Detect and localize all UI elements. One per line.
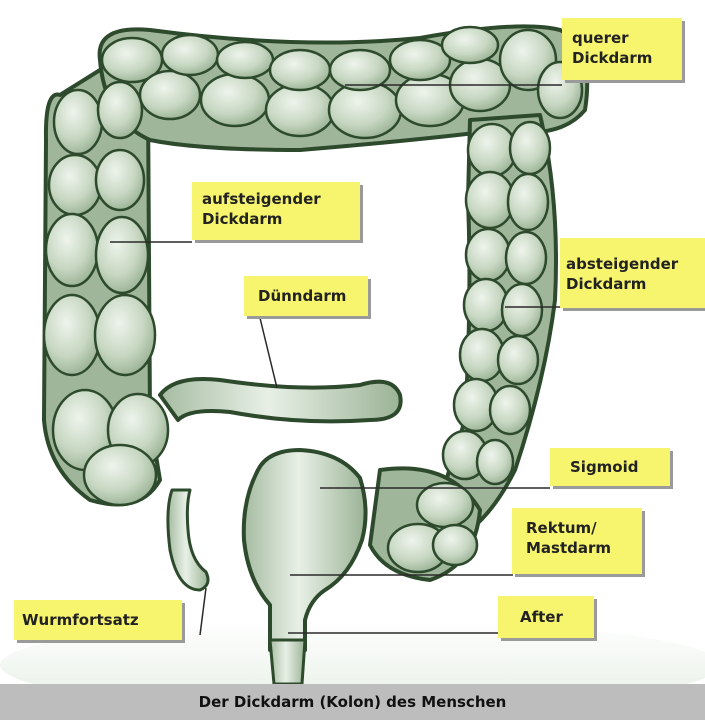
label-sigmoid: Sigmoid (550, 448, 670, 486)
rectum (244, 450, 366, 650)
label-querer-dickdarm: querer Dickdarm (562, 18, 682, 80)
caption-bar: Der Dickdarm (Kolon) des Menschen (0, 684, 705, 720)
label-after: After (498, 596, 594, 638)
appendix (168, 490, 208, 590)
label-wurmfortsatz: Wurmfortsatz (14, 600, 182, 640)
label-duenndarm: Dünndarm (244, 276, 368, 316)
figure-caption: Der Dickdarm (Kolon) des Menschen (199, 693, 507, 711)
anal-canal (270, 640, 305, 684)
label-absteigender-dickdarm: absteigender Dickdarm (560, 238, 705, 308)
small-intestine (160, 379, 401, 421)
label-aufsteigender-dickdarm: aufsteigender Dickdarm (192, 182, 360, 240)
label-rektum-mastdarm: Rektum/ Mastdarm (512, 508, 642, 574)
